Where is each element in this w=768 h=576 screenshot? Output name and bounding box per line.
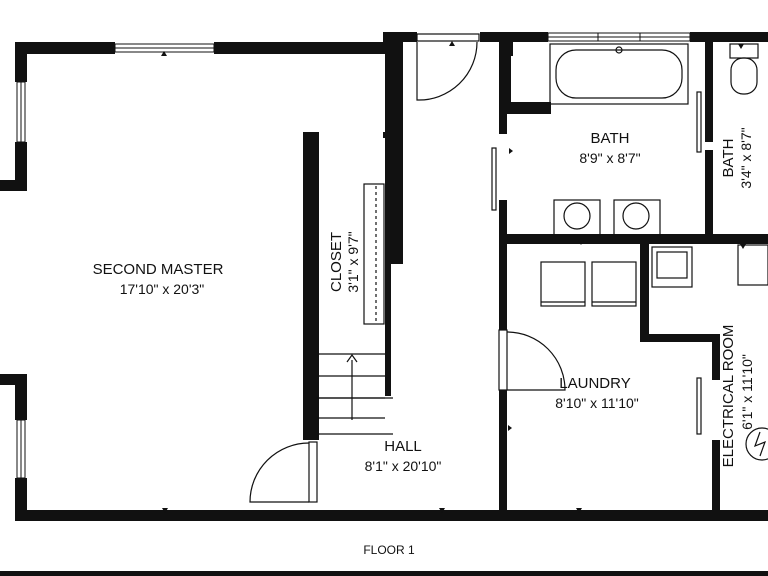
room-dims-bath-main: 8'9" x 8'7" xyxy=(579,150,640,166)
room-name-laundry: LAUNDRY xyxy=(559,375,630,392)
fixtures xyxy=(316,43,768,461)
room-dims-closet: 3'1" x 9'7" xyxy=(345,231,361,292)
room-dims-laundry: 8'10" x 11'10" xyxy=(555,395,639,411)
room-electrical-room: ELECTRICAL ROOM 6'1" x 11'10" xyxy=(720,325,755,468)
room-name-second-master: SECOND MASTER xyxy=(93,261,224,278)
room-name-electrical-room: ELECTRICAL ROOM xyxy=(720,325,737,468)
fixture-ticks xyxy=(161,41,746,513)
doors xyxy=(249,33,702,503)
room-laundry: LAUNDRY 8'10" x 11'10" xyxy=(555,375,639,411)
room-second-master: SECOND MASTER 17'10" x 20'3" xyxy=(93,261,224,297)
floor-label: FLOOR 1 xyxy=(363,543,415,557)
room-name-hall: HALL xyxy=(384,438,422,455)
room-name-bath-small: BATH xyxy=(720,139,737,178)
room-name-bath-main: BATH xyxy=(591,130,630,147)
room-closet: CLOSET 3'1" x 9'7" xyxy=(328,231,361,292)
room-hall: HALL 8'1" x 20'10" xyxy=(365,438,442,474)
walls xyxy=(0,32,768,521)
bottom-border xyxy=(0,571,768,576)
room-dims-hall: 8'1" x 20'10" xyxy=(365,458,442,474)
windows xyxy=(16,32,691,479)
room-bath-small: BATH 3'4" x 8'7" xyxy=(720,127,754,188)
room-dims-electrical-room: 6'1" x 11'10" xyxy=(739,354,755,430)
room-name-closet: CLOSET xyxy=(328,232,345,292)
room-bath-main: BATH 8'9" x 8'7" xyxy=(579,130,640,166)
room-dims-bath-small: 3'4" x 8'7" xyxy=(738,127,754,188)
room-dims-second-master: 17'10" x 20'3" xyxy=(120,281,205,297)
